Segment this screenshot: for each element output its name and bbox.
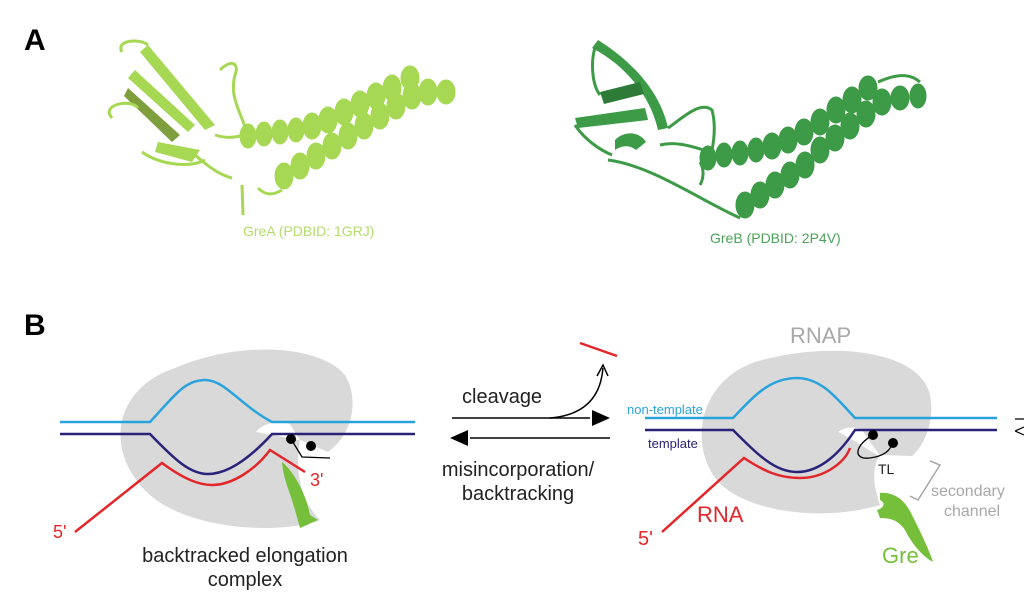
rna-label: RNA — [697, 502, 744, 527]
grea-beta-strand — [128, 70, 195, 132]
rnap-label: RNAP — [790, 323, 851, 348]
greb-structure — [573, 40, 927, 220]
greb-beta-strand — [600, 82, 644, 104]
non-template-strand-right — [645, 376, 997, 420]
five-prime-label-left: 5' — [53, 522, 66, 542]
greb-caption: GreB (PDBID: 2P4V) — [710, 230, 841, 246]
three-prime-label-left: 3' — [310, 470, 323, 490]
grea-caption: GreA (PDBID: 1GRJ) — [243, 223, 374, 239]
panel-a-label: A — [24, 24, 46, 57]
gre-factor-right — [877, 492, 933, 562]
cleavage-product-arrowhead — [596, 363, 609, 377]
rnap-cleft-right — [838, 427, 880, 456]
cleaved-rna-fragment — [579, 341, 618, 358]
backtracked-caption-line2: complex — [208, 569, 282, 591]
backtracked-complex: 3' 5' backtracked elongation complex — [53, 349, 415, 591]
non-template-strand-left — [60, 378, 415, 424]
misincorporation-label: misincorporation/ — [442, 459, 595, 481]
active-complex: RNAP non-template template RNA 5' TL sec… — [627, 323, 1024, 568]
gre-factor-left — [282, 462, 318, 528]
rna-strand-right — [661, 447, 852, 533]
secondary-channel-bracket — [909, 460, 942, 501]
forward-arrowhead — [592, 410, 610, 426]
backtracking-label: backtracking — [462, 483, 574, 505]
cleavage-product-arrow — [549, 367, 604, 419]
non-template-label: non-template — [627, 402, 703, 417]
secondary-channel-label-line1: secondary — [931, 483, 1005, 500]
trigger-loop-left — [290, 438, 331, 459]
backtracked-caption-line1: backtracked elongation — [142, 545, 348, 567]
greb-helix-upper — [699, 75, 878, 171]
greb-loop — [573, 44, 921, 220]
template-strand-right — [645, 428, 997, 474]
greb-beta-strand — [592, 40, 668, 130]
gre-label: Gre — [882, 543, 919, 568]
template-strand-left — [60, 432, 415, 476]
tl-label: TL — [878, 461, 895, 477]
grea-loop — [107, 39, 283, 216]
secondary-channel-label-line2: channel — [944, 503, 1000, 520]
template-label: template — [648, 436, 698, 451]
grea-beta-strand — [124, 88, 180, 142]
reverse-arrowhead — [450, 430, 468, 446]
tl-bead-left — [306, 441, 316, 451]
grea-beta-strand — [155, 142, 200, 162]
five-prime-label-right: 5' — [638, 528, 653, 550]
greb-helix-lower — [735, 83, 927, 219]
cut-off-arrow-fragment — [1014, 418, 1024, 436]
grea-beta-strand — [140, 45, 215, 130]
panel-b-label: B — [24, 309, 46, 342]
rna-strand-left — [74, 448, 306, 533]
greb-beta-strand — [615, 133, 646, 150]
cleavage-label: cleavage — [462, 386, 542, 408]
reaction-arrows: cleavage misincorporation/ backtracking — [442, 341, 618, 505]
greb-beta-strand — [575, 108, 648, 128]
trigger-loop-right — [857, 434, 894, 459]
grea-helix-upper — [239, 65, 420, 149]
grea-structure — [107, 39, 456, 216]
